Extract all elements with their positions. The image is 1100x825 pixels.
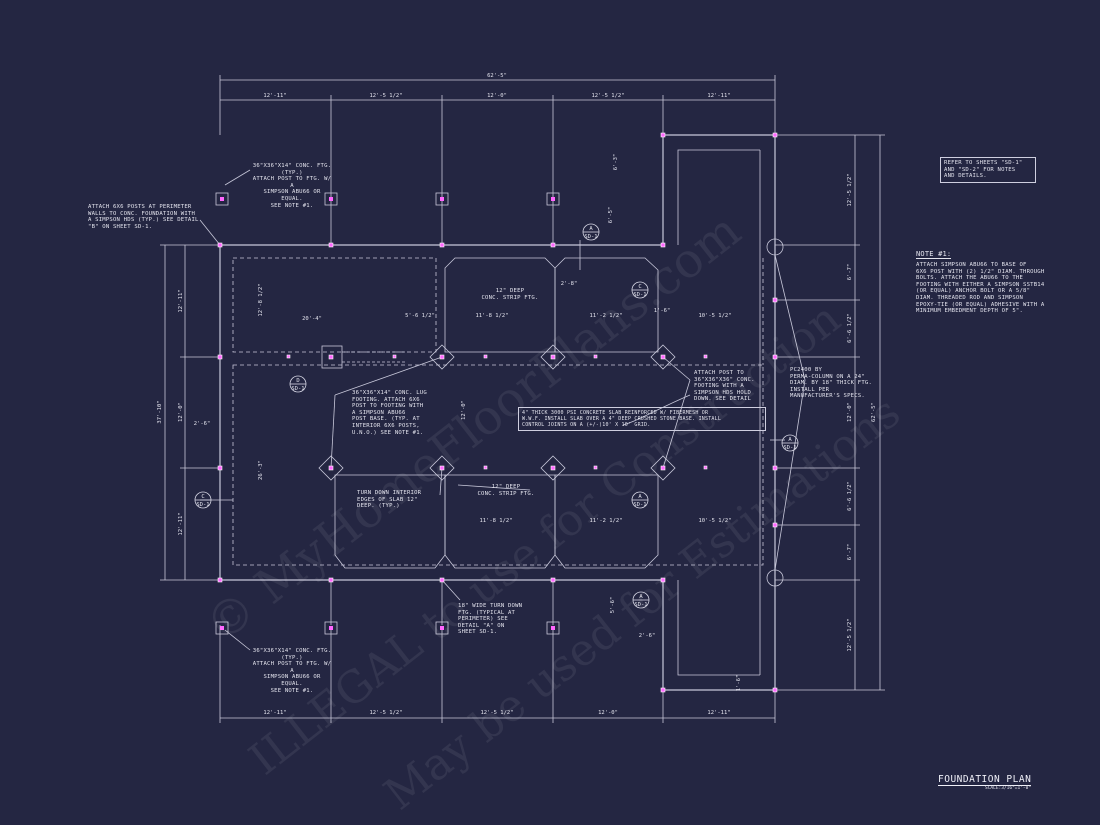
dim-bottom-0: 12'-11" bbox=[263, 710, 286, 716]
dim-overall-depth: 62'-5" bbox=[871, 402, 877, 422]
dim-interior-18: 1'-6" bbox=[736, 675, 742, 692]
section-tag-letter-3: A bbox=[638, 494, 642, 500]
note-turn-down-wide: 18" WIDE TURN DOWN FTG. (TYPICAL AT PERI… bbox=[458, 603, 523, 636]
dim-top-3: 12'-5 1/2" bbox=[591, 93, 624, 99]
note-perma-column: PC2400 BY PERMA-COLUMN ON A 24" DIAM. BY… bbox=[790, 367, 873, 400]
dim-left-2: 12'-11" bbox=[178, 512, 184, 535]
dim-right-1: 6'-7" bbox=[847, 264, 853, 281]
section-tag-sheet-6: SD-1 bbox=[634, 602, 647, 608]
dim-top-0: 12'-11" bbox=[263, 93, 286, 99]
section-tag-letter-4: C bbox=[201, 494, 204, 500]
dim-bottom-3: 12'-0" bbox=[598, 710, 618, 716]
note-1-body: ATTACH SIMPSON ABU66 TO BASE OF 6x6 POST… bbox=[916, 262, 1045, 315]
dim-bottom-1: 12'-5 1/2" bbox=[369, 710, 402, 716]
dim-overall-width: 62'-5" bbox=[487, 73, 507, 79]
dim-interior-8: 2'-8" bbox=[561, 281, 578, 287]
note-pad-footing-top: 36"x36"x14" CONC. FTG. (TYP.) ATTACH POS… bbox=[252, 163, 332, 209]
dim-left-0: 12'-11" bbox=[178, 289, 184, 312]
dim-bottom-4: 12'-11" bbox=[707, 710, 730, 716]
section-tag-sheet-4: SD-1 bbox=[196, 502, 209, 508]
dim-left-1: 12'-0" bbox=[178, 402, 184, 422]
dim-right-2: 6'-6 1/2" bbox=[847, 313, 853, 343]
dim-interior-12: 12'-0" bbox=[461, 400, 467, 420]
dim-interior-4: 10'-5 1/2" bbox=[698, 313, 731, 319]
note-turn-down-interior: TURN DOWN INTERIOR EDGES OF SLAB 12" DEE… bbox=[357, 490, 422, 510]
dim-interior-11: 26'-3" bbox=[258, 460, 264, 480]
dim-interior-0: 20'-4" bbox=[302, 316, 322, 322]
drawing-scale: SCALE:3/16"=1'-0" bbox=[985, 786, 1032, 791]
dim-interior-13: 2'-6" bbox=[194, 421, 211, 427]
dim-bottom-2: 12'-5 1/2" bbox=[480, 710, 513, 716]
section-tag-letter-0: A bbox=[589, 226, 593, 232]
note-lug-footing: 36"x36"x14" CONC. LUG FOOTING. ATTACH 6x… bbox=[352, 390, 427, 436]
note-strip-footing-bottom: 12" DEEP CONC. STRIP FTG. bbox=[477, 484, 535, 497]
dim-interior-7: 10'-5 1/2" bbox=[698, 518, 731, 524]
dim-right-4: 6'-6 1/2" bbox=[847, 481, 853, 511]
section-tag-sheet-3: SD-1 bbox=[633, 502, 646, 508]
section-tag-letter-5: A bbox=[788, 437, 792, 443]
dim-right-5: 6'-7" bbox=[847, 544, 853, 561]
dim-interior-15: 6'-5" bbox=[608, 207, 614, 224]
dim-interior-2: 11'-8 1/2" bbox=[475, 313, 508, 319]
note-pad-footing-bottom: 36"x36"x14" CONC. FTG. (TYP.) ATTACH POS… bbox=[252, 648, 332, 694]
note-strip-footing-top: 12" DEEP CONC. STRIP FTG. bbox=[481, 288, 539, 301]
dim-interior-6: 11'-2 1/2" bbox=[589, 518, 622, 524]
dim-top-2: 12'-0" bbox=[487, 93, 507, 99]
dim-top-4: 12'-11" bbox=[707, 93, 730, 99]
note-1-title: NOTE #1: bbox=[916, 250, 952, 259]
dim-right-3: 12'-0" bbox=[847, 402, 853, 422]
section-tag-letter-1: C bbox=[638, 284, 641, 290]
dim-interior-5: 11'-8 1/2" bbox=[479, 518, 512, 524]
dim-left-depth: 37'-10" bbox=[157, 400, 163, 423]
section-tag-sheet-0: SD-1 bbox=[584, 234, 597, 240]
dim-interior-10: 12'-8 1/2" bbox=[258, 283, 264, 316]
dim-top-1: 12'-5 1/2" bbox=[369, 93, 402, 99]
note-attach-post: ATTACH POST TO 36"x36"x36" CONC. FOOTING… bbox=[694, 370, 755, 403]
dim-interior-1: 5'-6 1/2" bbox=[405, 313, 435, 319]
section-tag-sheet-5: SD-1 bbox=[783, 445, 796, 451]
dim-interior-17: 2'-6" bbox=[639, 633, 656, 639]
section-tag-letter-6: A bbox=[639, 594, 643, 600]
note-refer-sheets: REFER TO SHEETS "SD-1" AND "SD-2" FOR NO… bbox=[940, 157, 1036, 183]
section-tag-sheet-2: SD-1 bbox=[291, 386, 304, 392]
dim-right-6: 12'-5 1/2" bbox=[847, 618, 853, 651]
section-tag-letter-2: D bbox=[296, 378, 299, 384]
dim-interior-9: 1'-6" bbox=[654, 308, 671, 314]
dim-interior-16: 5'-6" bbox=[610, 597, 616, 614]
dim-right-0: 12'-5 1/2" bbox=[847, 173, 853, 206]
dim-interior-3: 11'-2 1/2" bbox=[589, 313, 622, 319]
note-concrete-slab: 4" THICK 3000 PSI CONCRETE SLAB REINFORC… bbox=[518, 407, 766, 431]
note-perimeter-posts: ATTACH 6x6 POSTS AT PERIMETER WALLS TO C… bbox=[88, 204, 199, 230]
section-tag-sheet-1: SD-1 bbox=[633, 292, 646, 298]
drawing-title: FOUNDATION PLAN bbox=[938, 774, 1032, 786]
dim-interior-14: 6'-3" bbox=[613, 154, 619, 171]
